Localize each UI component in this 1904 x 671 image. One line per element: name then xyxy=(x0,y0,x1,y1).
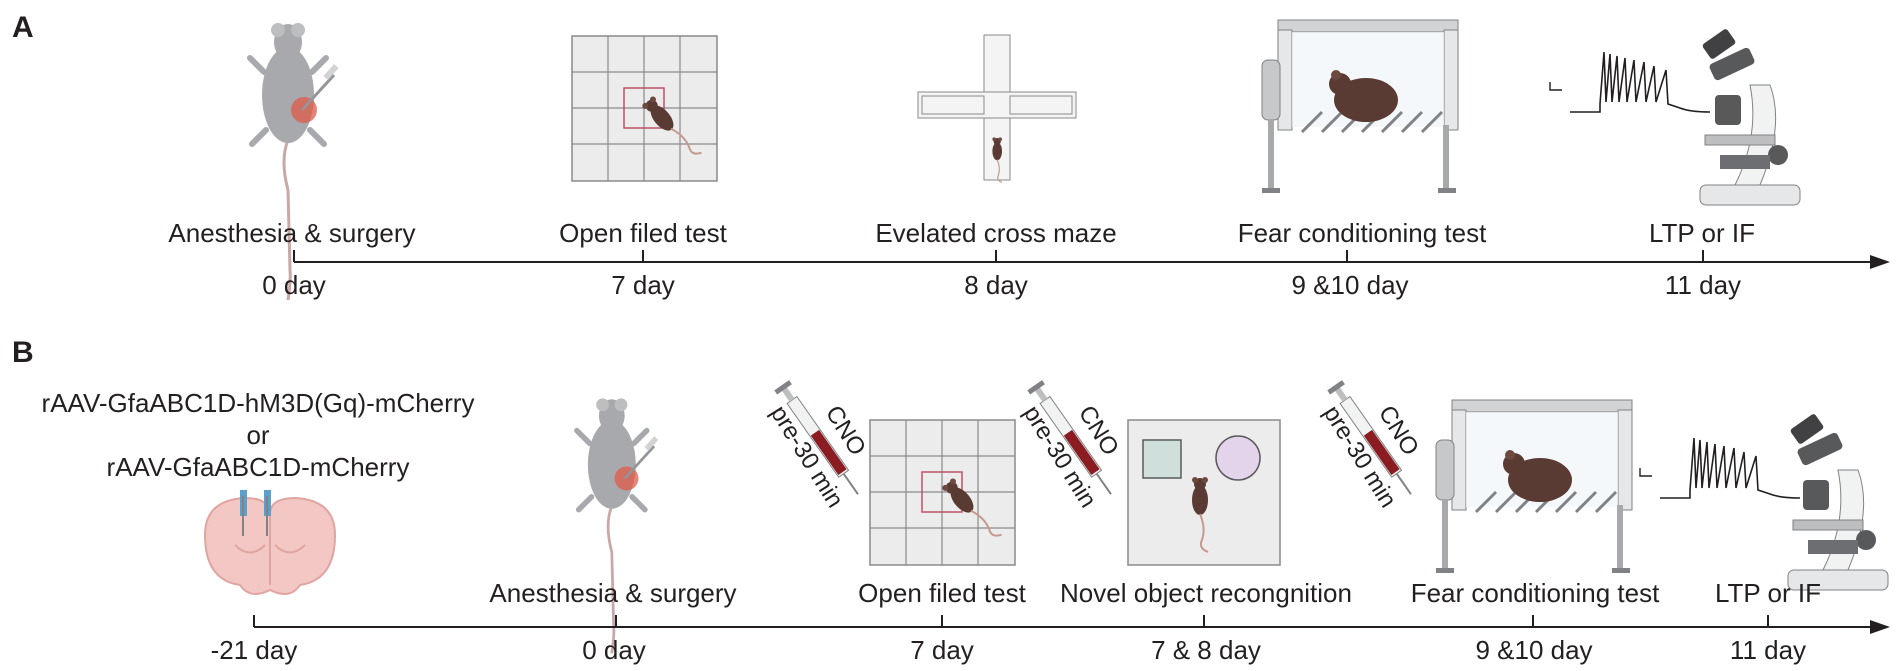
mouse-surgery-icon-b xyxy=(577,398,658,653)
cross-maze-icon xyxy=(917,34,1077,184)
day-label-b3: 7 day xyxy=(910,635,974,665)
day-label-b2: 0 day xyxy=(582,635,646,665)
panel-label-a: A xyxy=(12,11,34,44)
fear-chamber-icon-b xyxy=(1436,400,1632,573)
day-label-a2: 7 day xyxy=(611,270,675,300)
day-label-b6: 11 day xyxy=(1730,635,1806,665)
cno-labels: CNO pre-30 min CNO pre-30 min CNO pre-30… xyxy=(765,401,1424,513)
day-label-a3: 8 day xyxy=(964,270,1028,300)
day-label-b4: 7 & 8 day xyxy=(1151,635,1261,665)
day-label-a5: 11 day xyxy=(1665,270,1741,300)
event-label-b2: Anesthesia & surgery xyxy=(489,578,736,608)
fear-chamber-icon xyxy=(1262,20,1458,193)
event-label-a5: LTP or IF xyxy=(1649,218,1755,248)
day-label-a1: 0 day xyxy=(262,270,326,300)
event-label-a4: Fear conditioning test xyxy=(1238,218,1487,248)
panel-label-b: B xyxy=(12,336,34,369)
event-label-a3: Evelated cross maze xyxy=(875,218,1116,248)
event-label-a1: Anesthesia & surgery xyxy=(168,218,415,248)
timeline-arrowhead-b xyxy=(1870,620,1890,634)
day-label-a4: 9 &10 day xyxy=(1291,270,1408,300)
timeline-arrowhead-a xyxy=(1870,255,1890,269)
open-field-arena-icon-b xyxy=(869,419,1016,566)
novel-object-arena-icon xyxy=(1127,419,1281,566)
day-label-b1: -21 day xyxy=(211,635,298,665)
electrophysiology-trace-icon xyxy=(1549,51,1711,113)
event-label-b5: Fear conditioning test xyxy=(1411,578,1660,608)
virus-line-2: or xyxy=(246,420,269,450)
event-label-b4: Novel object recongnition xyxy=(1060,578,1352,608)
microscope-icon-b xyxy=(1787,412,1889,591)
event-label-b6: LTP or IF xyxy=(1715,578,1821,608)
virus-line-3: rAAV-GfaABC1D-mCherry xyxy=(107,452,410,482)
timeline-ticks-b xyxy=(253,615,1769,627)
microscope-icon xyxy=(1699,27,1801,206)
virus-line-1: rAAV-GfaABC1D-hM3D(Gq)-mCherry xyxy=(42,388,475,418)
electrophysiology-trace-icon-b xyxy=(1639,437,1801,499)
timeline-ticks-a xyxy=(293,250,1704,262)
day-label-b5: 9 &10 day xyxy=(1475,635,1592,665)
brain-section-icon xyxy=(203,490,337,595)
event-label-b3: Open filed test xyxy=(858,578,1026,608)
event-label-a2: Open filed test xyxy=(559,218,727,248)
